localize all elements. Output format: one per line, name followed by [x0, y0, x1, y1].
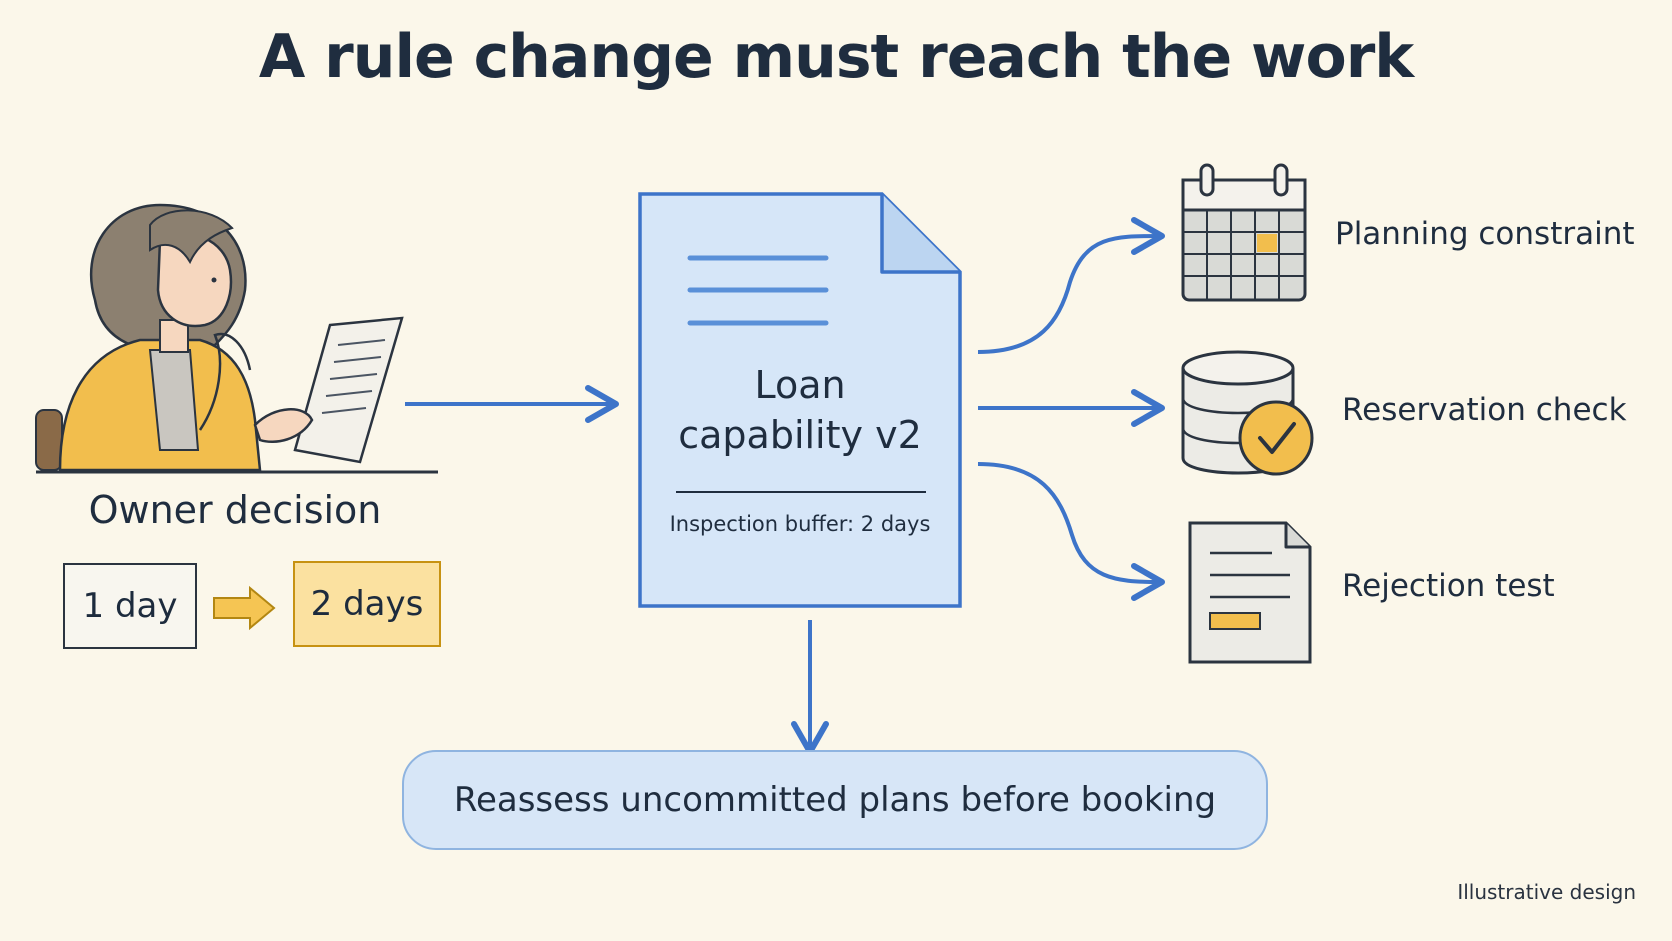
document-title-line2: capability v2: [678, 413, 922, 457]
arrow-to-planning: [977, 217, 1165, 354]
test-document-icon: [1188, 521, 1312, 664]
owner-decision-label: Owner decision: [88, 488, 382, 532]
owner-person-illustration: [35, 203, 438, 474]
document-note: Inspection buffer: 2 days: [669, 512, 931, 536]
page-title: A rule change must reach the work: [258, 22, 1414, 92]
planning-constraint-label: Planning constraint: [1335, 216, 1635, 252]
document-title-line1: Loan: [754, 363, 846, 407]
value-change-arrow: [213, 585, 276, 631]
document-title: Loan capability v2: [640, 360, 960, 460]
footnote: Illustrative design: [1457, 880, 1636, 904]
calendar-icon: [1181, 163, 1307, 302]
database-check-icon: [1181, 350, 1314, 476]
capability-document: [638, 192, 962, 608]
reservation-check-label: Reservation check: [1342, 392, 1627, 428]
rejection-test-label: Rejection test: [1342, 568, 1555, 604]
old-value-box: 1 day: [63, 563, 197, 649]
new-value-box: 2 days: [293, 561, 441, 647]
arrow-to-rejection: [977, 462, 1165, 601]
result-banner: Reassess uncommitted plans before bookin…: [402, 750, 1268, 850]
